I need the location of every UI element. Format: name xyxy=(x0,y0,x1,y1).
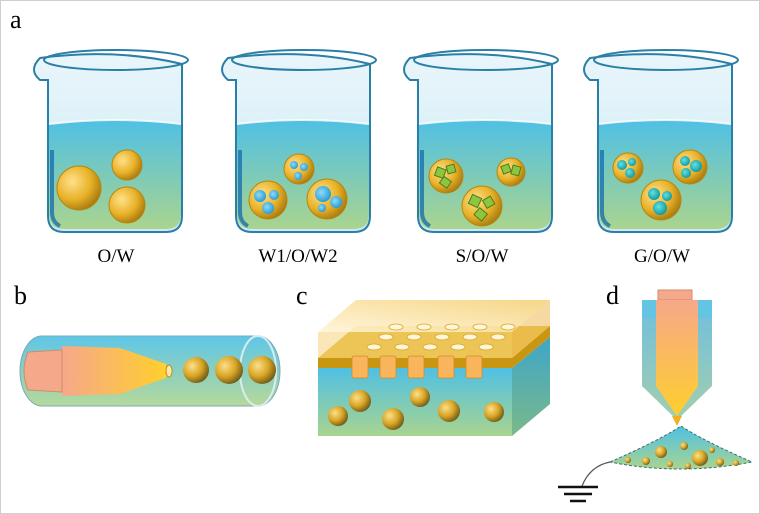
panel-label-a: a xyxy=(10,5,22,34)
syringe-plunger xyxy=(657,289,693,301)
oil-droplet xyxy=(215,356,243,384)
beaker-rim xyxy=(231,49,377,71)
glass-reflection xyxy=(238,150,249,228)
water-surface xyxy=(598,119,732,125)
gas-in-oil-droplet xyxy=(612,152,644,184)
water-surface xyxy=(418,119,552,125)
solid-in-oil-droplet xyxy=(461,185,503,227)
beaker-label-ow: O/W xyxy=(98,246,135,267)
panel-label-c: c xyxy=(296,281,308,310)
membrane-layer xyxy=(318,326,550,368)
dispersed-phase-side xyxy=(512,300,550,358)
beaker-rim xyxy=(593,49,739,71)
ground-wire xyxy=(581,461,611,487)
beaker-rim xyxy=(43,49,189,71)
electrospray-setup xyxy=(558,289,754,503)
emerging-droplets xyxy=(351,355,483,379)
water-phase xyxy=(419,120,551,229)
oil-droplet xyxy=(56,165,102,211)
glass-reflection xyxy=(420,150,431,228)
double-emulsion-droplet xyxy=(248,180,288,220)
inlet-tube xyxy=(23,349,63,393)
water-surface xyxy=(48,119,182,125)
needle-tip xyxy=(672,416,682,426)
membrane-emulsification xyxy=(318,300,550,436)
ground-icon xyxy=(558,485,598,503)
microfluidic-capillary xyxy=(19,335,281,407)
beaker-rim xyxy=(413,49,559,71)
panel-label-d: d xyxy=(606,281,619,310)
panel-label-b: b xyxy=(14,281,27,310)
glass-reflection xyxy=(600,150,611,228)
beaker-label-gow: G/O/W xyxy=(634,246,690,267)
oil-droplet xyxy=(248,356,276,384)
gas-in-oil-droplet xyxy=(640,179,682,221)
dispersed-phase-top xyxy=(318,300,550,332)
beaker-gow xyxy=(583,49,739,233)
sprayed-droplets xyxy=(625,442,739,469)
double-emulsion-droplet xyxy=(283,153,315,185)
beaker-w1ow2 xyxy=(221,49,377,233)
solid-in-oil-droplet xyxy=(496,157,526,187)
glass-reflection xyxy=(50,150,61,228)
oil-droplet xyxy=(111,149,143,181)
tapered-inner-capillary xyxy=(62,346,166,396)
beaker-label-sow: S/O/W xyxy=(456,246,509,267)
double-emulsion-droplet xyxy=(306,178,348,220)
solid-in-oil-droplet xyxy=(428,158,464,194)
beaker-sow xyxy=(403,49,559,233)
water-phase xyxy=(599,120,731,229)
gas-in-oil-droplet xyxy=(672,149,708,185)
nozzle-tip xyxy=(165,364,173,378)
membrane-pores xyxy=(366,323,516,351)
oil-droplets xyxy=(328,387,504,430)
oil-droplet xyxy=(183,357,209,383)
polymer-solution xyxy=(656,300,698,416)
water-surface xyxy=(236,119,370,125)
beaker-ow xyxy=(33,49,189,233)
beaker-label-w1ow2: W1/O/W2 xyxy=(258,246,337,267)
oil-droplet xyxy=(108,186,146,224)
